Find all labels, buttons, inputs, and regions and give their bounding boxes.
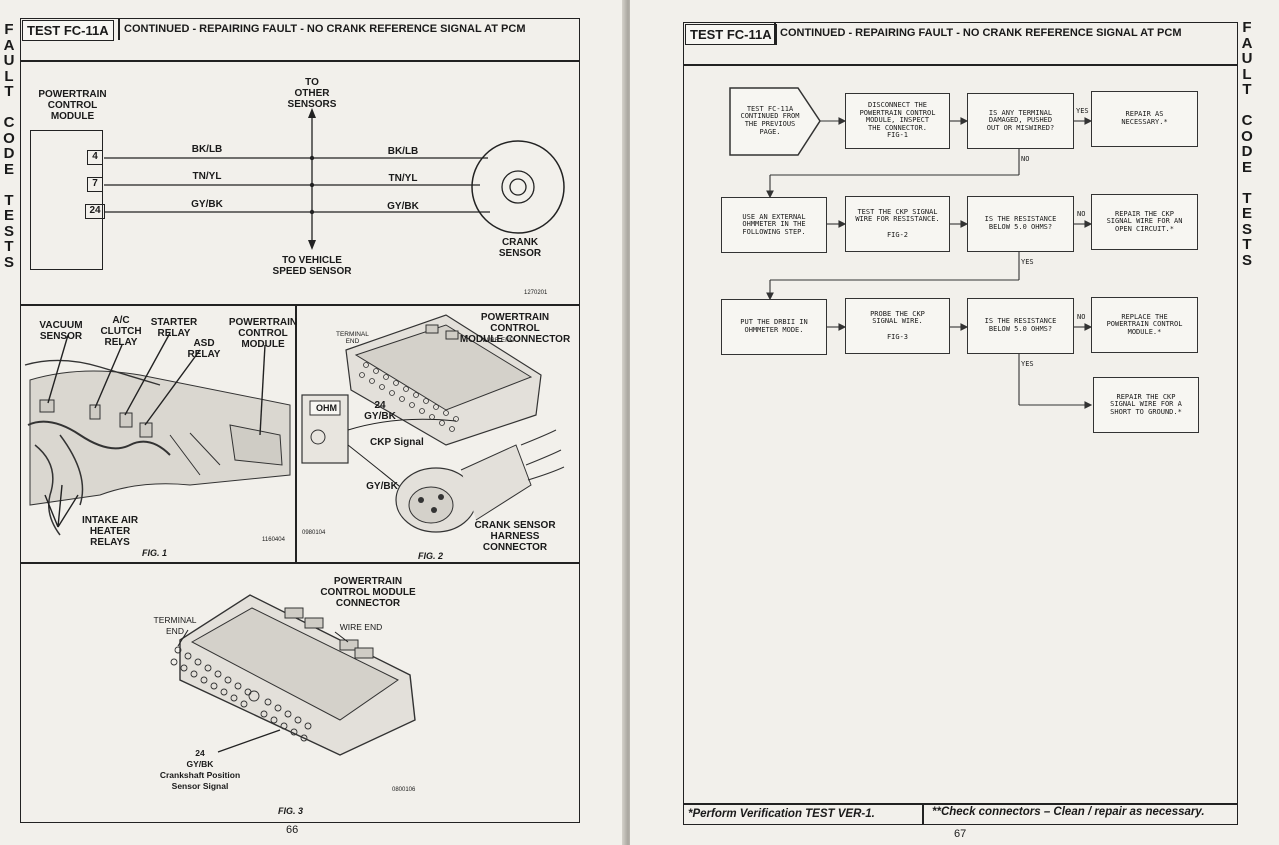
footnote-verification: *Perform Verification TEST VER-1. bbox=[688, 808, 875, 820]
fig3-caption: FIG. 3 bbox=[278, 806, 304, 816]
to-vehicle-speed-sensor-label: TO VEHICLE SPEED SENSOR bbox=[272, 255, 352, 277]
engine-bay-drawing bbox=[24, 332, 291, 536]
fig2-pcm-connector-label: POWERTRAIN CONTROL MODULE CONNECTOR bbox=[459, 312, 571, 345]
flow-question-terminal: IS ANY TERMINAL DAMAGED, PUSHED OUT OR M… bbox=[967, 93, 1074, 149]
right-header-title: CONTINUED - REPAIRING FAULT - NO CRANK R… bbox=[780, 27, 1182, 39]
fig1-caption: FIG. 1 bbox=[142, 548, 168, 558]
pcm-label: POWERTRAIN CONTROL MODULE bbox=[38, 89, 107, 122]
flow-repair-open-circuit: REPAIR THE CKP SIGNAL WIRE FOR AN OPEN C… bbox=[1091, 194, 1198, 250]
crank-sensor-label: CRANK SENSOR bbox=[498, 237, 542, 259]
flow-label-yes-2: YES bbox=[1021, 258, 1034, 266]
fig2-image-id: 0980104 bbox=[302, 530, 326, 536]
flow-label-yes-1: YES bbox=[1076, 107, 1089, 115]
pin-7: 7 bbox=[87, 177, 103, 192]
flow-label-no-1: NO bbox=[1021, 155, 1030, 163]
intake-air-heater-relays-label: INTAKE AIR HEATER RELAYS bbox=[81, 515, 139, 548]
flow-disconnect-pcm: DISCONNECT THE POWERTRAIN CONTROL MODULE… bbox=[845, 93, 950, 149]
flow-use-ohmmeter: USE AN EXTERNAL OHMMETER IN THE FOLLOWIN… bbox=[721, 197, 827, 253]
fig3-pin-24-label: 24 GY/BK Crankshaft Position Sensor Sign… bbox=[159, 748, 241, 791]
fig3-image-id: 0800106 bbox=[392, 787, 416, 793]
crank-sensor-harness-label: CRANK SENSOR HARNESS CONNECTOR bbox=[474, 520, 556, 553]
right-test-id: TEST FC-11A bbox=[685, 24, 777, 45]
flow-start: TEST FC-11A CONTINUED FROM THE PREVIOUS … bbox=[740, 104, 800, 136]
flowchart-connectors bbox=[729, 87, 1093, 409]
left-frame bbox=[20, 18, 580, 823]
flow-label-no-2: NO bbox=[1077, 210, 1086, 218]
starter-relay-label: STARTER RELAY bbox=[150, 317, 198, 339]
pcm-box bbox=[30, 130, 103, 270]
fig3-connector-drawing bbox=[170, 594, 416, 756]
pin-4: 4 bbox=[87, 150, 103, 165]
ckp-signal-label: CKP Signal bbox=[370, 437, 424, 448]
fig3-terminal-end-label: TERMINAL END bbox=[153, 615, 197, 636]
flow-question-resistance-2: IS THE RESISTANCE BELOW 5.0 OHMS? bbox=[967, 298, 1074, 354]
to-other-sensors-label: TO OTHER SENSORS bbox=[287, 77, 337, 110]
right-frame bbox=[683, 22, 1238, 825]
fig3-wire-end-label: WIRE END bbox=[339, 622, 383, 632]
fig1-pcm-label: POWERTRAIN CONTROL MODULE bbox=[228, 317, 298, 350]
asd-relay-label: ASD RELAY bbox=[187, 338, 221, 360]
wiring-image-id: 1270201 bbox=[524, 290, 548, 296]
fig2-drawing bbox=[301, 314, 565, 533]
fig2-gybk-label: GY/BK bbox=[366, 481, 398, 492]
left-header-title: CONTINUED - REPAIRING FAULT - NO CRANK R… bbox=[124, 23, 526, 35]
right-page-number: 67 bbox=[954, 828, 967, 840]
fig2-pin-24-label: 24 GY/BK bbox=[364, 400, 396, 422]
flow-probe-ckp-wire: PROBE THE CKP SIGNAL WIRE. FIG-3 bbox=[845, 298, 950, 354]
fig1-image-id: 1160404 bbox=[262, 537, 285, 543]
flow-put-drbii: PUT THE DRBII IN OHMMETER MODE. bbox=[721, 299, 827, 355]
flow-label-yes-3: YES bbox=[1021, 360, 1034, 368]
flow-question-resistance-1: IS THE RESISTANCE BELOW 5.0 OHMS? bbox=[967, 196, 1074, 252]
flow-repair-short-to-ground: REPAIR THE CKP SIGNAL WIRE FOR A SHORT T… bbox=[1093, 377, 1199, 433]
fig2-caption: FIG. 2 bbox=[418, 551, 444, 561]
ohmmeter-display: OHM bbox=[316, 403, 337, 413]
wiring-lines bbox=[104, 108, 565, 250]
left-test-id: TEST FC-11A bbox=[22, 20, 114, 41]
fig2-wire-end-label: WIRE END bbox=[482, 337, 515, 344]
flow-replace-pcm: REPLACE THE POWERTRAIN CONTROL MODULE.* bbox=[1091, 297, 1198, 353]
vacuum-sensor-label: VACUUM SENSOR bbox=[39, 320, 83, 342]
wire-label-bklb-left: BK/LB bbox=[191, 144, 223, 155]
wire-label-gybk-right: GY/BK bbox=[387, 201, 419, 212]
wire-label-tnyl-left: TN/YL bbox=[192, 171, 222, 182]
flow-repair-as-necessary: REPAIR AS NECESSARY.* bbox=[1091, 91, 1198, 147]
ac-clutch-relay-label: A/C CLUTCH RELAY bbox=[100, 315, 142, 348]
wire-label-tnyl-right: TN/YL bbox=[388, 173, 418, 184]
left-page-number: 66 bbox=[286, 824, 299, 836]
flow-label-no-3: NO bbox=[1077, 313, 1086, 321]
wire-label-gybk-left: GY/BK bbox=[191, 199, 223, 210]
footnote-check-connectors: **Check connectors – Clean / repair as n… bbox=[932, 806, 1205, 818]
fig3-pcm-connector-label: POWERTRAIN CONTROL MODULE CONNECTOR bbox=[320, 576, 416, 609]
right-page: TEST FC-11A CONTINUED - REPAIRING FAULT … bbox=[630, 0, 1279, 845]
wire-label-bklb-right: BK/LB bbox=[387, 146, 419, 157]
fig2-terminal-end-label: TERMINAL END bbox=[336, 331, 369, 345]
flow-test-ckp-wire: TEST THE CKP SIGNAL WIRE FOR RESISTANCE.… bbox=[845, 196, 950, 252]
